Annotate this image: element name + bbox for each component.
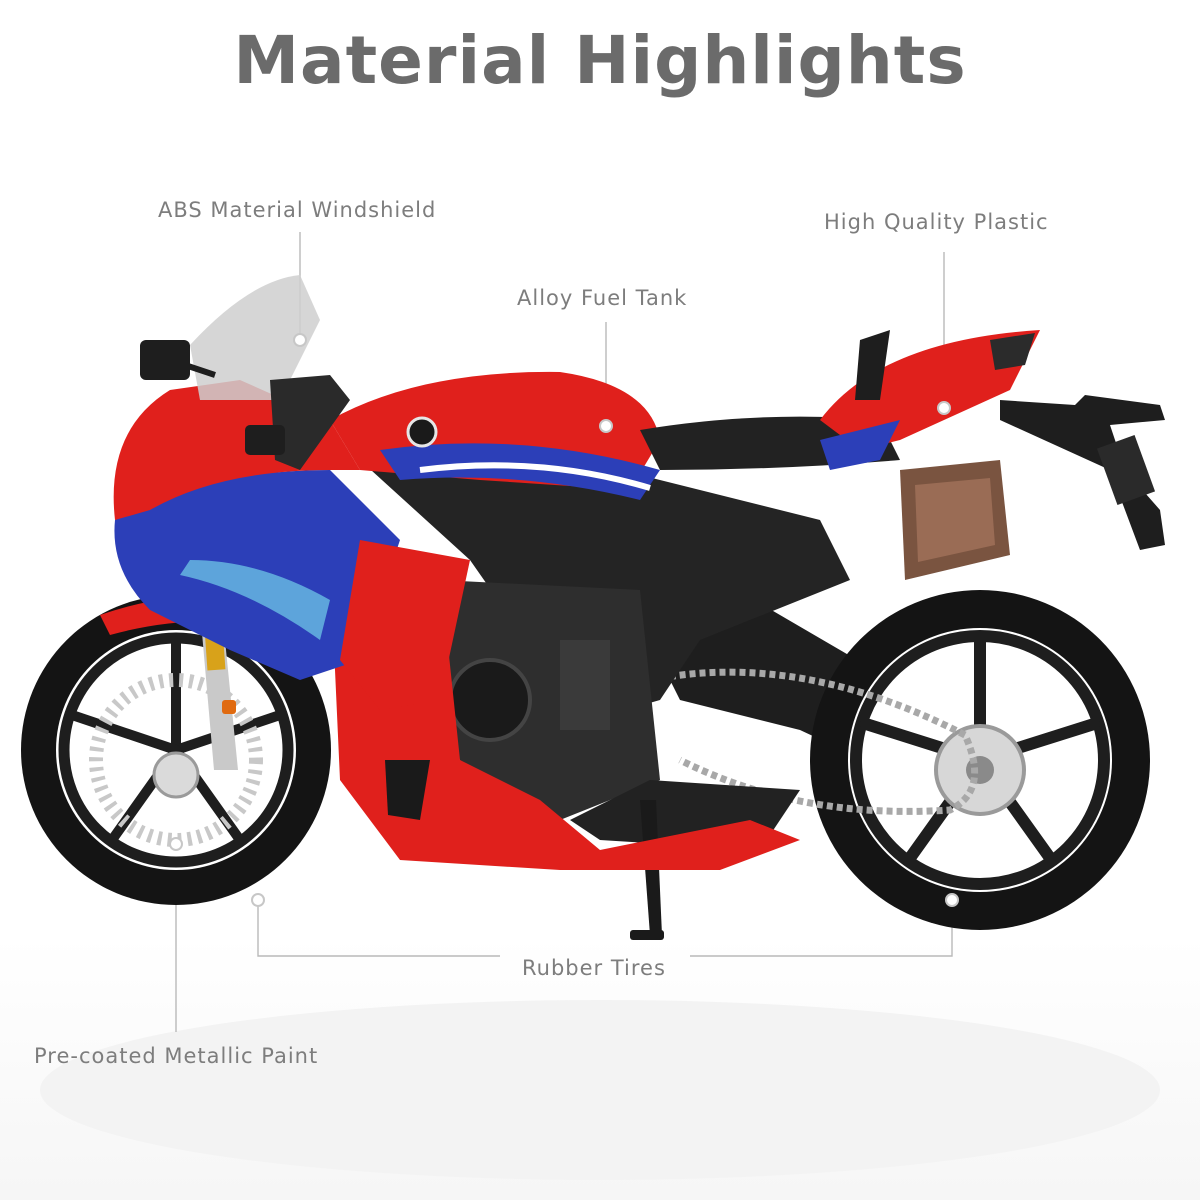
belly-fairing <box>330 560 800 870</box>
mirror <box>140 340 216 380</box>
exhaust <box>900 460 1010 580</box>
fuel-tank <box>330 371 660 500</box>
callout-lines <box>175 232 953 1032</box>
label-tires: Rubber Tires <box>522 956 666 980</box>
tail-fairing <box>820 330 1040 470</box>
label-paint: Pre-coated Metallic Paint <box>34 1044 319 1068</box>
tail-bracket <box>1000 395 1165 550</box>
label-windshield: ABS Material Windshield <box>158 198 437 222</box>
callout-dots <box>169 333 959 907</box>
side-panel-red <box>340 540 470 710</box>
floor-reflection <box>40 1000 1160 1180</box>
drive-chain <box>649 668 979 815</box>
page-title: Material Highlights <box>233 22 967 99</box>
label-plastic: High Quality Plastic <box>824 210 1049 234</box>
windshield <box>190 275 320 400</box>
label-fuel-tank: Alloy Fuel Tank <box>517 286 688 310</box>
front-wheel <box>21 595 331 905</box>
engine <box>430 580 800 850</box>
handlebar <box>245 375 350 470</box>
rear-wheel <box>810 590 1150 930</box>
